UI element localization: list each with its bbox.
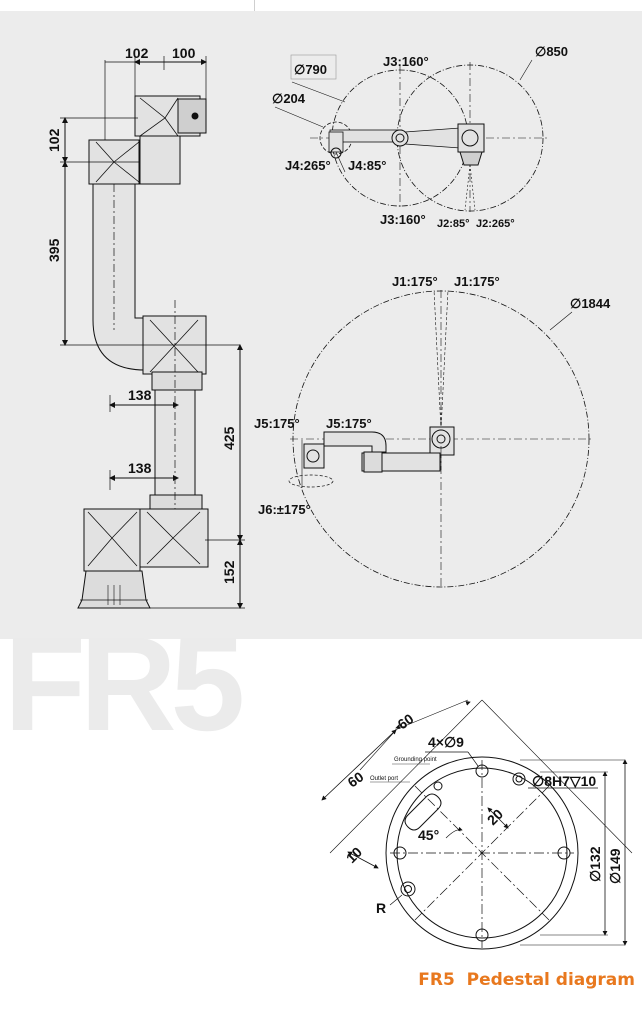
top-divider bbox=[254, 0, 255, 11]
dim-top-right: 100 bbox=[172, 45, 196, 61]
label-d850: ∅850 bbox=[535, 44, 568, 59]
label-j4-left: J4:265° bbox=[285, 158, 331, 173]
label-d204: ∅204 bbox=[272, 91, 306, 106]
pin-hole-upper-right bbox=[512, 772, 526, 786]
label-holes: 4×∅9 bbox=[428, 734, 464, 750]
pedestal-outer-circle bbox=[385, 756, 579, 950]
top-view bbox=[274, 59, 548, 212]
label-r: R bbox=[376, 900, 386, 916]
model-watermark: FR5 bbox=[4, 610, 245, 759]
dim-d149: ∅149 bbox=[607, 848, 623, 884]
dim-base: 152 bbox=[221, 560, 237, 584]
dim-forearm: 425 bbox=[221, 426, 237, 450]
bolt-hole-bottom bbox=[475, 928, 489, 942]
label-j2-left: J2:85° bbox=[437, 218, 470, 230]
label-d1844: ∅1844 bbox=[570, 296, 611, 311]
base-joint bbox=[139, 508, 209, 568]
dim-20: 20 bbox=[484, 806, 506, 828]
label-d790: ∅790 bbox=[294, 62, 327, 77]
base-rotation-view bbox=[288, 289, 592, 588]
dim-60b: 60 bbox=[345, 768, 367, 790]
dim-d132: ∅132 bbox=[587, 846, 603, 882]
label-j5-left: J5:175° bbox=[254, 416, 300, 431]
base-block bbox=[83, 508, 141, 572]
outlet-slot bbox=[404, 793, 442, 831]
bolt-hole-left bbox=[393, 846, 407, 860]
label-j5-right: J5:175° bbox=[326, 416, 372, 431]
label-outlet: Outlet port bbox=[370, 776, 398, 782]
wrist-block-lower bbox=[139, 135, 181, 185]
bolt-hole-top bbox=[475, 764, 489, 778]
pedestal-caption: FR5 Pedestal diagram bbox=[418, 970, 635, 990]
label-j6: J6:±175° bbox=[258, 502, 311, 517]
label-j1-left: J1:175° bbox=[392, 274, 438, 289]
dim-10: 10 bbox=[343, 844, 365, 866]
dim-offset-2: 138 bbox=[128, 460, 152, 476]
dim-shoulder: 102 bbox=[46, 128, 62, 152]
label-j3-top: J3:160° bbox=[383, 54, 429, 69]
upper-arm bbox=[92, 183, 146, 371]
label-j2-right: J2:265° bbox=[476, 218, 515, 230]
label-j4-right: J4:85° bbox=[348, 158, 386, 173]
dim-top-left: 102 bbox=[125, 45, 149, 61]
label-j1-right: J1:175° bbox=[454, 274, 500, 289]
label-angle: 45° bbox=[418, 827, 439, 843]
label-pin-hole: ∅8H7▽10 bbox=[532, 773, 596, 789]
side-view bbox=[60, 56, 245, 609]
pin-hole-lower-left bbox=[400, 881, 416, 897]
dim-upper-arm: 395 bbox=[46, 238, 62, 262]
bolt-hole-right bbox=[557, 846, 571, 860]
pedestal-diagram bbox=[321, 699, 633, 950]
label-grounding: Grounding point bbox=[394, 757, 437, 763]
label-j3-bottom: J3:160° bbox=[380, 212, 426, 227]
dim-offset-1: 138 bbox=[128, 387, 152, 403]
